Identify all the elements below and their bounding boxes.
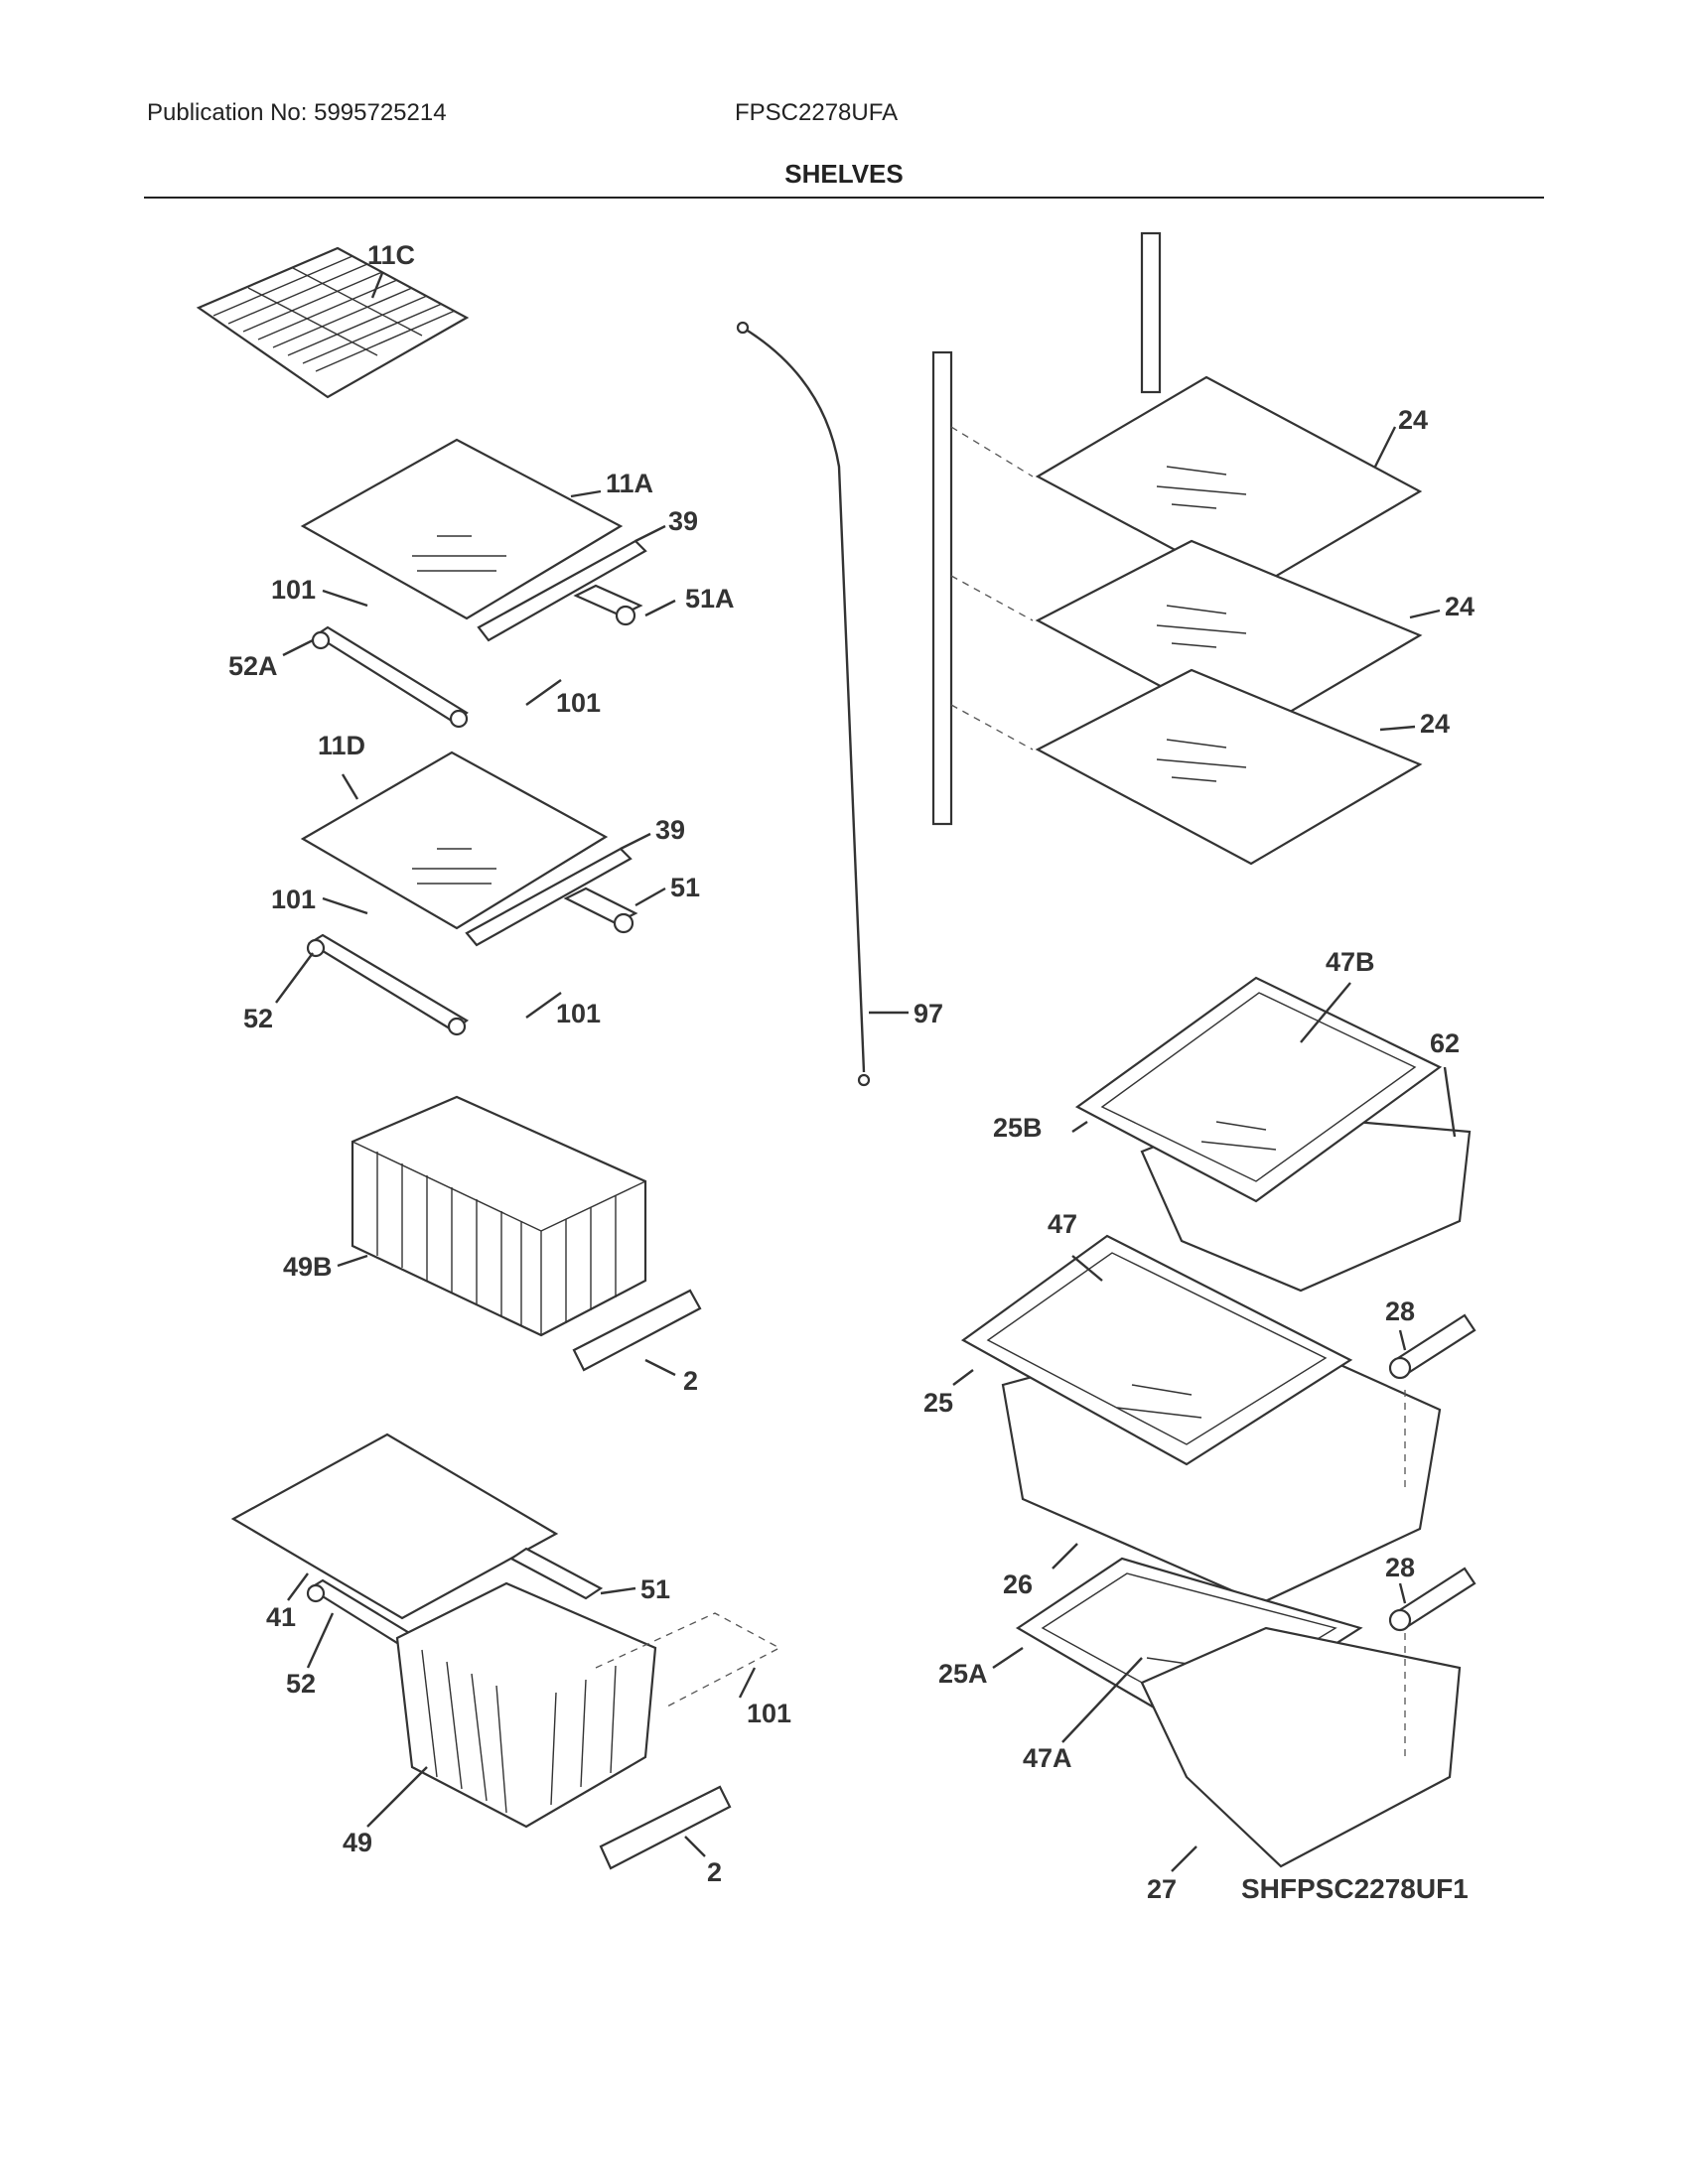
callout-101-e: 101 [747,1699,791,1728]
drawer-slide-28-upper [1388,1313,1477,1380]
glass-shelf-24-bottom [1035,668,1423,866]
basket-trim-2-upper [572,1289,702,1372]
header-divider [144,197,1544,199]
callout-11C: 11C [367,240,415,270]
front-trim-39-lower [465,847,633,947]
callout-51A: 51A [685,584,735,614]
callout-39-upper: 39 [668,506,698,536]
glass-shelf-11A [300,438,624,620]
callout-28-lower: 28 [1385,1553,1415,1582]
crisper-cover-25 [960,1234,1353,1466]
callout-101-c: 101 [271,885,316,914]
basket-trim-2-lower [599,1785,732,1870]
callout-28-upper: 28 [1385,1297,1415,1326]
callout-24-top: 24 [1398,405,1428,435]
wire-basket-49B [351,1095,647,1337]
model-number: FPSC2278UFA [735,99,899,126]
front-trim-39-upper [477,539,647,642]
wire-shelf-11C [196,246,470,399]
right-rail-51 [563,887,638,934]
slide-shelf-41 [230,1433,559,1620]
shelf-ladder-rail-left [931,350,953,826]
callout-25A: 25A [938,1659,988,1689]
callout-51-lower: 51 [640,1574,670,1604]
callout-101-d: 101 [556,999,601,1028]
callout-24-bottom: 24 [1420,709,1450,739]
callout-25: 25 [923,1388,953,1418]
left-rail-52A [311,625,469,729]
callout-62: 62 [1430,1028,1460,1058]
callout-52-upper: 52 [243,1004,273,1033]
shelf-ladder-rail-right [1140,231,1162,394]
callout-47B: 47B [1326,947,1375,977]
callout-25B: 25B [993,1113,1043,1143]
glass-shelf-11D [300,751,609,930]
callout-39-lower: 39 [655,815,685,845]
leader-lines [275,272,1457,1872]
callout-52-lower: 52 [286,1669,316,1699]
diagram-code: SHFPSC2278UF1 [1241,1873,1469,1904]
callout-11D: 11D [318,731,365,760]
callout-51-upper: 51 [670,873,700,902]
wire-basket-49 [395,1581,657,1829]
callout-47: 47 [1048,1209,1077,1239]
drawer-slide-28-lower [1388,1567,1477,1632]
crisper-drawer-27 [1140,1626,1462,1868]
callout-52A: 52A [228,651,278,681]
callout-101-a: 101 [271,575,316,605]
callout-41: 41 [266,1602,296,1632]
right-rail-51-basket [508,1547,604,1600]
callout-49: 49 [343,1828,372,1857]
crisper-cover-25B [1074,976,1443,1203]
right-rail-51A [573,584,643,626]
callout-101-b: 101 [556,688,601,718]
callout-47A: 47A [1023,1743,1072,1773]
callout-27: 27 [1147,1874,1177,1904]
callout-2-upper: 2 [683,1366,698,1396]
callout-97: 97 [914,999,943,1028]
callout-11A: 11A [606,469,653,498]
callout-24-middle: 24 [1445,592,1475,621]
left-rail-52 [306,933,470,1036]
tube-97 [736,321,871,1087]
callout-2-lower: 2 [707,1857,722,1887]
page-title: SHELVES [784,159,904,189]
callout-26: 26 [1003,1570,1033,1599]
publication-number: Publication No: 5995725214 [147,99,447,126]
callout-49B: 49B [283,1252,333,1282]
